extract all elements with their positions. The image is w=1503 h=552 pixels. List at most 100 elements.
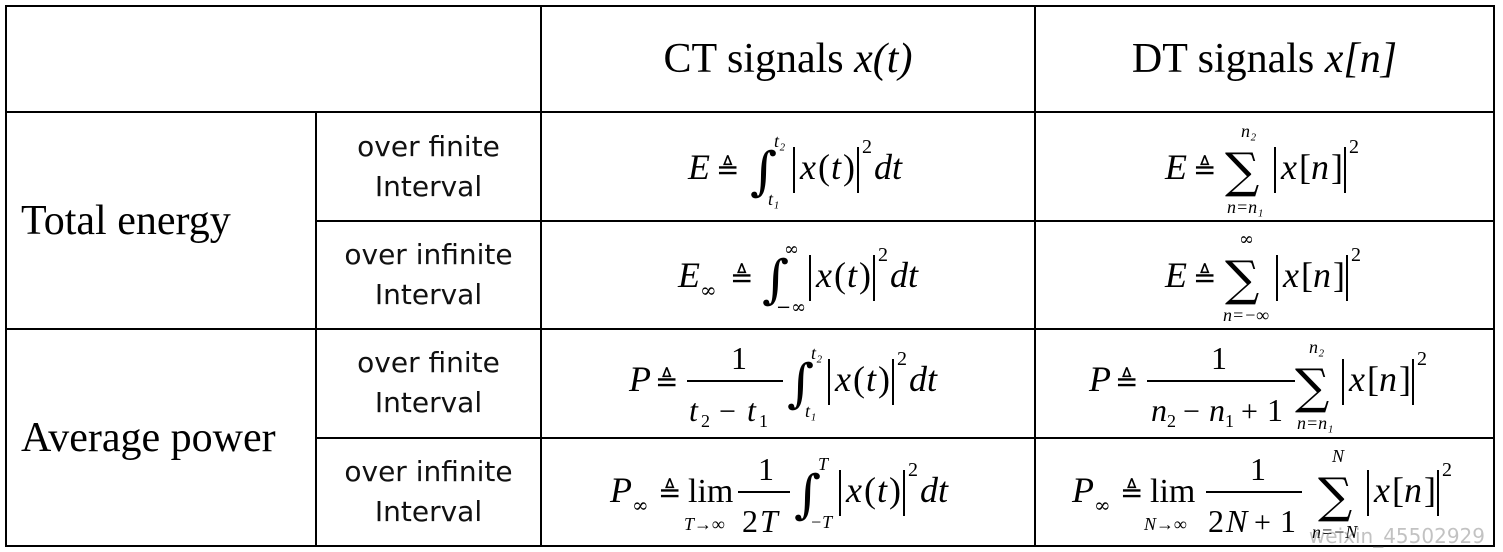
svg-text:[: [ (1299, 147, 1311, 187)
svg-text:n=n₁: n=n₁ (1297, 413, 1333, 433)
svg-text:P: P (1088, 359, 1111, 399)
svg-text:−: − (719, 395, 736, 428)
svg-text:2: 2 (1351, 244, 1361, 266)
svg-text:x: x (799, 147, 816, 187)
svg-text:t₁: t₁ (805, 401, 816, 421)
svg-text:≜: ≜ (1193, 261, 1216, 294)
svg-text:T→∞: T→∞ (684, 514, 725, 534)
watermark-text: weixin_45502929 (1308, 524, 1485, 548)
svg-text:1: 1 (758, 451, 774, 487)
svg-text:n=−∞: n=−∞ (1223, 305, 1269, 325)
svg-text:[: [ (1367, 359, 1379, 399)
svg-text:n: n (1379, 359, 1397, 399)
svg-text:N→∞: N→∞ (1143, 514, 1187, 534)
svg-text:): ) (889, 470, 901, 510)
svg-text:1: 1 (1280, 503, 1296, 539)
svg-text:E: E (687, 147, 710, 187)
svg-text:∫: ∫ (762, 250, 789, 310)
svg-text:): ) (859, 255, 871, 295)
power-infinite-row: over infinite Interval P ∞ ≜ lim T→∞ 1 2… (6, 436, 1495, 548)
energy-ct-finite-svg: E ≜ ∫ t₂ t₁ x ( t ) 2 dt (687, 131, 903, 209)
svg-text:E: E (677, 255, 700, 295)
svg-text:2: 2 (742, 503, 758, 539)
svg-text:t₁: t₁ (768, 189, 779, 209)
svg-text:[: [ (1301, 255, 1313, 295)
svg-text:dt: dt (890, 255, 919, 295)
power-finite-line2: Interval (374, 386, 483, 420)
formula-energy-dt-infinite: E ≜ ∑ ∞ n=−∞ x [ n ] 2 (1034, 219, 1495, 331)
svg-text:(: ( (834, 255, 846, 295)
energy-finite-interval-label: over finite Interval (315, 111, 542, 222)
svg-text:∑: ∑ (1318, 468, 1352, 524)
svg-text:x: x (834, 359, 851, 399)
svg-text:x: x (815, 255, 832, 295)
svg-text:lim: lim (688, 473, 733, 510)
svg-text:t: t (689, 392, 699, 428)
power-dt-infinite-svg: P ∞ ≜ lim N→∞ 1 2 N + 1 ∑ N n=−N x [ n ] (1071, 446, 1452, 542)
svg-text:1: 1 (731, 340, 747, 376)
average-power-label: Average power (5, 328, 317, 547)
svg-text:]: ] (1424, 470, 1436, 510)
formula-energy-dt-finite: E ≜ ∑ n₂ n=n₁ x [ n ] 2 (1034, 111, 1495, 222)
svg-text:∫: ∫ (794, 465, 821, 525)
svg-text:]: ] (1333, 255, 1345, 295)
svg-text:+: + (1254, 506, 1271, 539)
power-ct-infinite-svg: P ∞ ≜ lim T→∞ 1 2 T ∫ T −T x ( t ) 2 dt (609, 451, 949, 539)
svg-text:1: 1 (759, 411, 768, 431)
svg-text:∞: ∞ (700, 278, 717, 302)
svg-text:∑: ∑ (1225, 143, 1259, 199)
svg-text:N: N (1331, 446, 1345, 466)
power-infinite-line1: over infinite (344, 454, 513, 488)
total-energy-label: Total energy (5, 111, 317, 331)
energy-infinite-interval-label: over infinite Interval (315, 219, 542, 331)
svg-text:2: 2 (701, 411, 710, 431)
svg-text:2: 2 (1442, 459, 1452, 481)
power-finite-line1: over finite (357, 346, 500, 380)
header-ct-signals: CT signals x(t) (540, 4, 1036, 114)
dt-label: DT signals (1131, 36, 1315, 83)
svg-text:lim: lim (1150, 473, 1195, 510)
svg-text:(: ( (818, 147, 830, 187)
svg-text:−T: −T (810, 512, 834, 532)
ct-var: x(t) (854, 36, 913, 83)
svg-text:2: 2 (908, 459, 918, 481)
dt-var: x[n] (1324, 36, 1398, 83)
svg-text:x: x (1280, 147, 1297, 187)
svg-text:t₂: t₂ (774, 131, 785, 151)
svg-text:∞: ∞ (632, 493, 649, 517)
svg-text:t: t (747, 392, 757, 428)
svg-text:n=−N: n=−N (1312, 522, 1358, 542)
svg-text:1: 1 (1267, 392, 1283, 428)
svg-text:n=n₁: n=n₁ (1227, 197, 1263, 217)
svg-text:t: t (847, 255, 858, 295)
svg-text:(: ( (853, 359, 865, 399)
svg-text:+: + (1241, 395, 1258, 428)
svg-text:≜: ≜ (655, 365, 678, 398)
energy-infinite-row: over infinite Interval E ∞ ≜ ∫ ∞ −∞ x ( … (6, 219, 1495, 331)
svg-text:2: 2 (862, 136, 872, 158)
svg-text:n: n (1404, 470, 1422, 510)
svg-text:∞: ∞ (1094, 493, 1111, 517)
svg-text:E: E (1164, 147, 1187, 187)
svg-text:N: N (1225, 503, 1249, 539)
svg-text:∑: ∑ (1295, 359, 1329, 415)
svg-text:t: t (831, 147, 842, 187)
power-finite-row: Average power over finite Interval P ≜ 1… (5, 328, 1495, 547)
signal-energy-power-table: CT signals x(t) DT signals x[n] Total en… (5, 4, 1495, 548)
svg-text:∞: ∞ (784, 239, 799, 260)
svg-text:x: x (1348, 359, 1365, 399)
svg-text:): ) (843, 147, 855, 187)
power-infinite-interval-label: over infinite Interval (315, 436, 542, 548)
svg-text:n₂: n₂ (1309, 337, 1324, 357)
power-dt-finite-svg: P ≜ 1 n 2 − n 1 + 1 ∑ n₂ n=n₁ x [ n ] (1088, 337, 1427, 433)
formula-energy-ct-infinite: E ∞ ≜ ∫ ∞ −∞ x ( t ) 2 dt (540, 219, 1036, 331)
formula-power-ct-finite: P ≜ 1 t 2 − t 1 ∫ t₂ t₁ x ( t ) 2 dt (540, 328, 1036, 439)
header-empty-cell (5, 4, 542, 114)
svg-text:P: P (628, 359, 651, 399)
svg-text:n: n (1209, 392, 1225, 428)
header-row: CT signals x(t) DT signals x[n] (5, 4, 1495, 114)
svg-text:x: x (1373, 470, 1390, 510)
svg-text:2: 2 (897, 348, 907, 370)
power-finite-interval-label: over finite Interval (315, 328, 542, 439)
svg-text:t: t (866, 359, 877, 399)
